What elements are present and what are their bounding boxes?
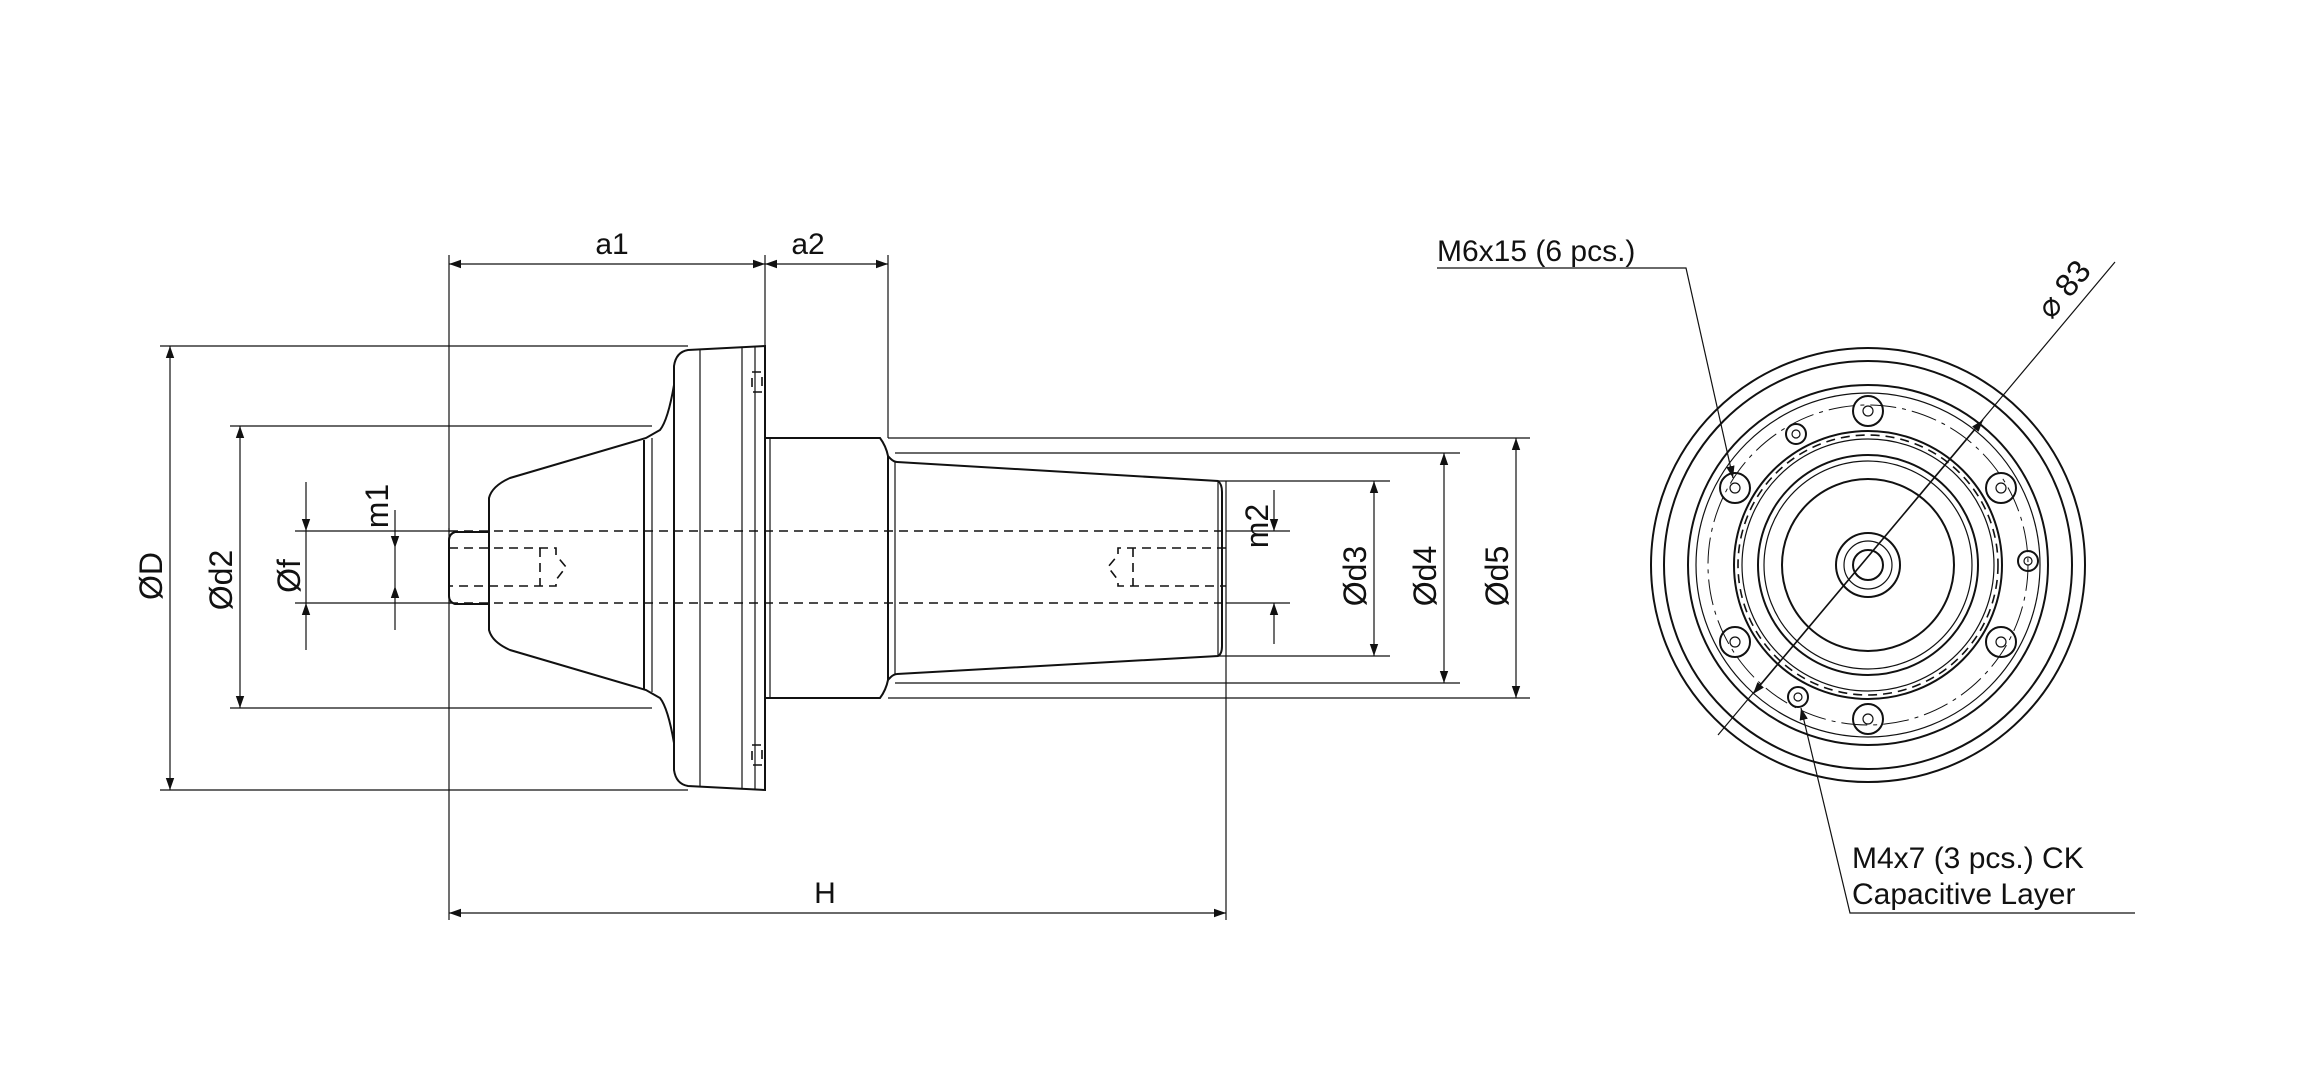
dim-d5-label: Ød5 (1479, 546, 1515, 606)
dimension-lines (165, 259, 1521, 918)
dim-d2-label: Ød2 (203, 550, 239, 610)
hidden-bore (449, 530, 1226, 604)
dim-a1-label: a1 (595, 228, 628, 261)
dim-m1-label: m1 (359, 484, 395, 528)
dim-m2-label: m2 (1239, 504, 1275, 548)
right-taper (887, 455, 1223, 681)
dim-h-label: H (814, 877, 836, 910)
dim-d4-label: Ød4 (1407, 546, 1443, 606)
dim-circle-label: ⌀ 83 (2029, 253, 2098, 325)
side-view: a1 a2 H ØD Ød2 Øf m1 m2 Ød3 Ød4 Ød5 (133, 228, 1530, 920)
callout-m4-line2: Capacitive Layer (1852, 878, 2075, 911)
callout-m6: M6x15 (6 pcs.) (1437, 235, 1635, 268)
dim-d3-label: Ød3 (1337, 546, 1373, 606)
flange-outline (673, 344, 766, 792)
dim-d-label: ØD (133, 552, 169, 600)
pilot-pin (448, 531, 489, 605)
callout-m4-line1: M4x7 (3 pcs.) CK (1852, 842, 2084, 875)
dim-a2-label: a2 (791, 228, 824, 261)
dim-f-label: Øf (271, 559, 307, 593)
front-view: ⌀ 83 M6x15 (6 pcs.) M4x7 (3 pcs.) CK Cap… (1437, 235, 2135, 914)
extension-lines (160, 255, 1530, 920)
left-taper (488, 384, 675, 744)
body-cylinder (765, 437, 889, 699)
dim-circle-value: 83 (2047, 253, 2097, 303)
m4-holes (1785, 423, 2039, 708)
